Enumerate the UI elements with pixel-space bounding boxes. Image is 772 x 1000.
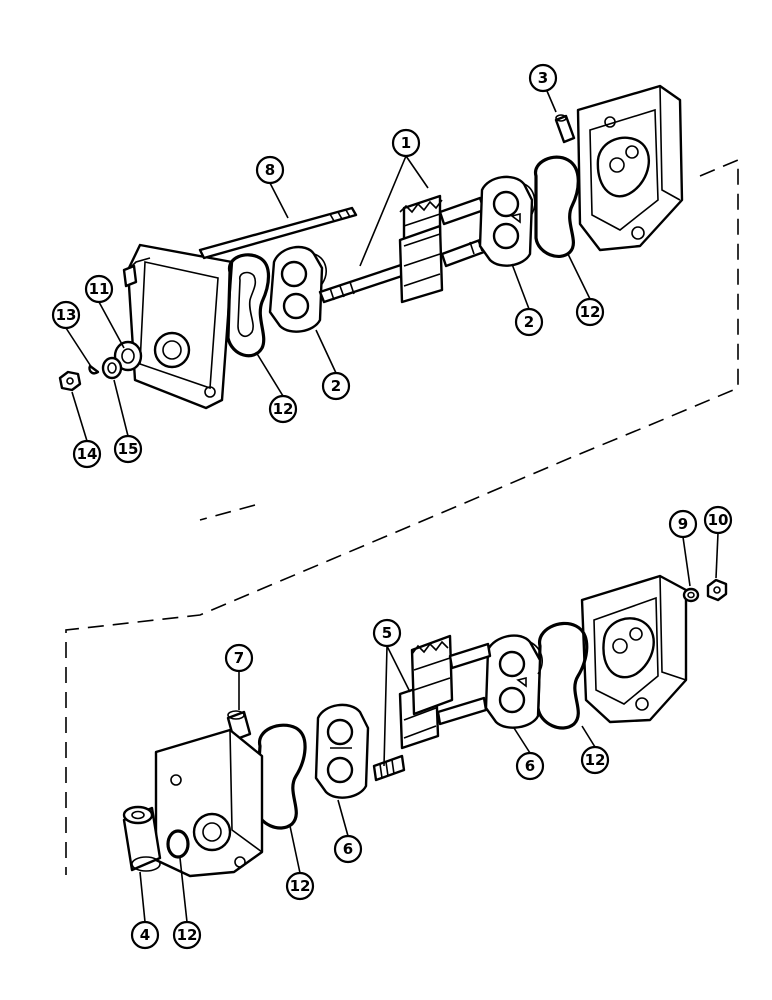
callout-12-label: 12 xyxy=(177,926,198,944)
callout-15-label: 15 xyxy=(118,440,139,458)
callout-12-label: 12 xyxy=(580,303,601,321)
callout-12-label: 12 xyxy=(585,751,606,769)
callout-3-label: 3 xyxy=(538,69,548,87)
callout-9: 9 xyxy=(668,509,698,539)
callout-13-label: 13 xyxy=(56,306,77,324)
washer-9 xyxy=(682,587,700,603)
front-body-lower xyxy=(154,728,264,878)
callout-3: 3 xyxy=(528,63,558,93)
callout-14: 14 xyxy=(72,439,102,469)
callout-12-label: 12 xyxy=(273,400,294,418)
callout-6-lower-left: 6 xyxy=(333,834,363,864)
rear-body-upper xyxy=(576,84,684,252)
dowel-pin-3 xyxy=(554,114,576,144)
callout-12-label: 12 xyxy=(290,877,311,895)
callout-7: 7 xyxy=(224,643,254,673)
callout-2-upper-right: 2 xyxy=(514,307,544,337)
callout-10: 10 xyxy=(703,505,733,535)
through-bolt-8 xyxy=(198,206,358,260)
callout-8-label: 8 xyxy=(265,161,275,179)
fitting-4 xyxy=(122,805,162,872)
callout-15: 15 xyxy=(113,434,143,464)
nut-14 xyxy=(58,370,82,392)
assembly-connector-dashed-line xyxy=(65,158,739,875)
callout-6-label: 6 xyxy=(343,840,353,858)
callout-5-label: 5 xyxy=(382,624,392,642)
seal-ring-12-lower-middle xyxy=(254,723,307,830)
seal-ring-12-upper-right xyxy=(534,155,580,258)
callout-2-label: 2 xyxy=(331,377,341,395)
nut-10 xyxy=(706,578,728,602)
callout-11: 11 xyxy=(84,274,114,304)
callout-6-lower-right: 6 xyxy=(515,751,545,781)
callout-7-label: 7 xyxy=(234,649,244,667)
callout-11-label: 11 xyxy=(89,280,110,298)
callout-12-upper-right: 12 xyxy=(575,297,605,327)
callout-9-label: 9 xyxy=(678,515,688,533)
gear-shafts-1 xyxy=(318,194,486,304)
lock-washer-15 xyxy=(101,356,123,380)
o-ring-12-lower-left xyxy=(166,829,190,859)
callout-12-upper-left: 12 xyxy=(268,394,298,424)
callout-1: 1 xyxy=(391,128,421,158)
leader-lines xyxy=(65,90,719,923)
callout-6-label: 6 xyxy=(525,757,535,775)
callout-13: 13 xyxy=(51,300,81,330)
callout-1-label: 1 xyxy=(401,134,411,152)
callout-4-label: 4 xyxy=(140,926,150,944)
seal-ring-12-lower-right xyxy=(536,621,589,730)
rear-body-lower xyxy=(580,574,688,724)
bearing-block-2-upper-right xyxy=(478,175,536,267)
callout-2-upper-left: 2 xyxy=(321,371,351,401)
callout-2-label: 2 xyxy=(524,313,534,331)
bearing-block-6-lower-right xyxy=(484,634,543,729)
callout-14-label: 14 xyxy=(77,445,98,463)
gear-shafts-5 xyxy=(372,634,492,782)
front-cover-upper xyxy=(122,243,234,410)
bearing-block-2-upper-left xyxy=(268,245,327,333)
callout-12-lower-left: 12 xyxy=(172,920,202,950)
bearing-block-6-lower-left xyxy=(314,703,370,799)
callout-5: 5 xyxy=(372,618,402,648)
seal-ring-12-upper-left xyxy=(226,253,271,358)
callout-10-label: 10 xyxy=(708,511,729,529)
callout-8: 8 xyxy=(255,155,285,185)
shaft-seal-11 xyxy=(113,340,143,372)
callout-4: 4 xyxy=(130,920,160,950)
callout-12-lower-middle: 12 xyxy=(285,871,315,901)
callout-12-lower-right: 12 xyxy=(580,745,610,775)
